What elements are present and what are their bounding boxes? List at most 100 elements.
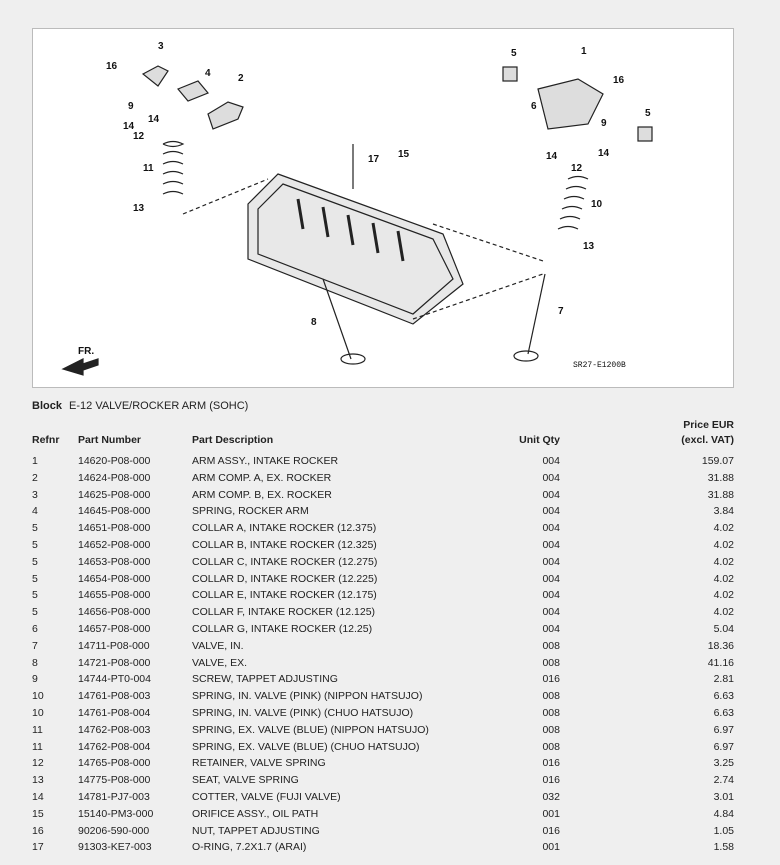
unit-qty-cell: 016 [542, 757, 560, 770]
part-number-cell: 14653-P08-000 [78, 555, 151, 568]
unit-qty-cell: 008 [542, 656, 560, 669]
part-number-cell: 14762-P08-004 [78, 740, 151, 753]
parts-table: Refnr Part Number Part Description Unit … [28, 418, 738, 856]
price-cell: 4.02 [713, 555, 734, 568]
part-number-cell: 14645-P08-000 [78, 505, 151, 518]
callout-17: 17 [368, 154, 380, 165]
callout-12: 12 [133, 131, 145, 142]
description-cell: ARM ASSY., INTAKE ROCKER [192, 455, 339, 467]
price-cell: 5.04 [713, 622, 734, 635]
description-cell: SPRING, IN. VALVE (PINK) (CHUO HATSUJO) [192, 706, 414, 719]
part-number-cell: 14624-P08-000 [78, 471, 151, 484]
refnr-cell: 15 [32, 807, 44, 820]
price-cell: 6.63 [713, 690, 734, 703]
callout-14: 14 [598, 148, 610, 159]
part-number-cell: 90206-590-000 [78, 824, 150, 837]
callout-12: 12 [571, 163, 583, 174]
callout-13: 13 [133, 203, 145, 214]
unit-qty-cell: 008 [542, 740, 560, 753]
table-row[interactable]: 11 14762-P08-004 SPRING, EX. VALVE (BLUE) … [28, 739, 738, 756]
part-number-cell: 14744-PT0-004 [78, 673, 151, 686]
header-description: Part Description [192, 434, 274, 446]
table-header-row: Refnr Part Number Part Description Unit … [28, 418, 738, 453]
part-number-cell: 14652-P08-000 [78, 538, 151, 551]
block-value: E-12 VALVE/ROCKER ARM (SOHC) [69, 400, 249, 412]
unit-qty-cell: 016 [542, 824, 560, 837]
description-cell: SCREW, TAPPET ADJUSTING [192, 673, 338, 686]
part-number-cell: 91303-KE7-003 [78, 841, 152, 854]
refnr-cell: 5 [32, 606, 38, 619]
unit-qty-cell: 016 [542, 673, 560, 686]
refnr-cell: 13 [32, 774, 44, 787]
part-number-cell: 14721-P08-000 [78, 656, 151, 669]
cylinder-head-drawing [61, 65, 653, 376]
callout-16: 16 [613, 75, 625, 86]
description-cell: COLLAR A, INTAKE ROCKER (12.375) [192, 522, 377, 535]
refnr-cell: 5 [32, 589, 38, 602]
unit-qty-cell: 004 [542, 471, 560, 484]
unit-qty-cell: 004 [542, 606, 560, 619]
price-cell: 1.05 [713, 824, 734, 837]
price-cell: 3.84 [713, 505, 734, 518]
price-cell: 3.25 [713, 757, 734, 770]
callout-14: 14 [546, 151, 558, 162]
callout-16: 16 [106, 61, 118, 72]
unit-qty-cell: 008 [542, 706, 560, 719]
part-number-cell: 14765-P08-000 [78, 757, 151, 770]
callout-1: 1 [581, 46, 587, 57]
price-cell: 2.81 [713, 673, 734, 686]
unit-qty-cell: 004 [542, 589, 560, 602]
part-number-cell: 14775-P08-000 [78, 774, 151, 787]
description-cell: COTTER, VALVE (FUJI VALVE) [192, 790, 341, 803]
callout-4: 4 [205, 68, 211, 79]
part-number-cell: 14781-PJ7-003 [78, 790, 150, 803]
unit-qty-cell: 004 [542, 505, 560, 518]
description-cell: SPRING, ROCKER ARM [192, 505, 309, 518]
refnr-cell: 1 [32, 455, 38, 467]
description-cell: SPRING, EX. VALVE (BLUE) (CHUO HATSUJO) [192, 740, 420, 753]
refnr-cell: 17 [32, 841, 44, 854]
refnr-cell: 8 [32, 656, 38, 669]
price-cell: 4.02 [713, 589, 734, 602]
refnr-cell: 7 [32, 639, 38, 652]
description-cell: ARM COMP. A, EX. ROCKER [192, 471, 332, 484]
price-cell: 1.58 [713, 841, 734, 854]
part-number-cell: 14762-P08-003 [78, 723, 151, 736]
description-cell: COLLAR E, INTAKE ROCKER (12.175) [192, 589, 377, 602]
callout-7: 7 [558, 306, 564, 317]
unit-qty-cell: 008 [542, 723, 560, 736]
refnr-cell: 11 [32, 723, 43, 736]
block-label: Block [32, 400, 62, 412]
refnr-cell: 11 [32, 740, 43, 753]
header-refnr: Refnr [32, 434, 60, 446]
front-direction-label: FR. [78, 346, 94, 357]
unit-qty-cell: 004 [542, 622, 560, 635]
price-cell: 4.02 [713, 572, 734, 585]
price-cell: 31.88 [707, 488, 734, 501]
